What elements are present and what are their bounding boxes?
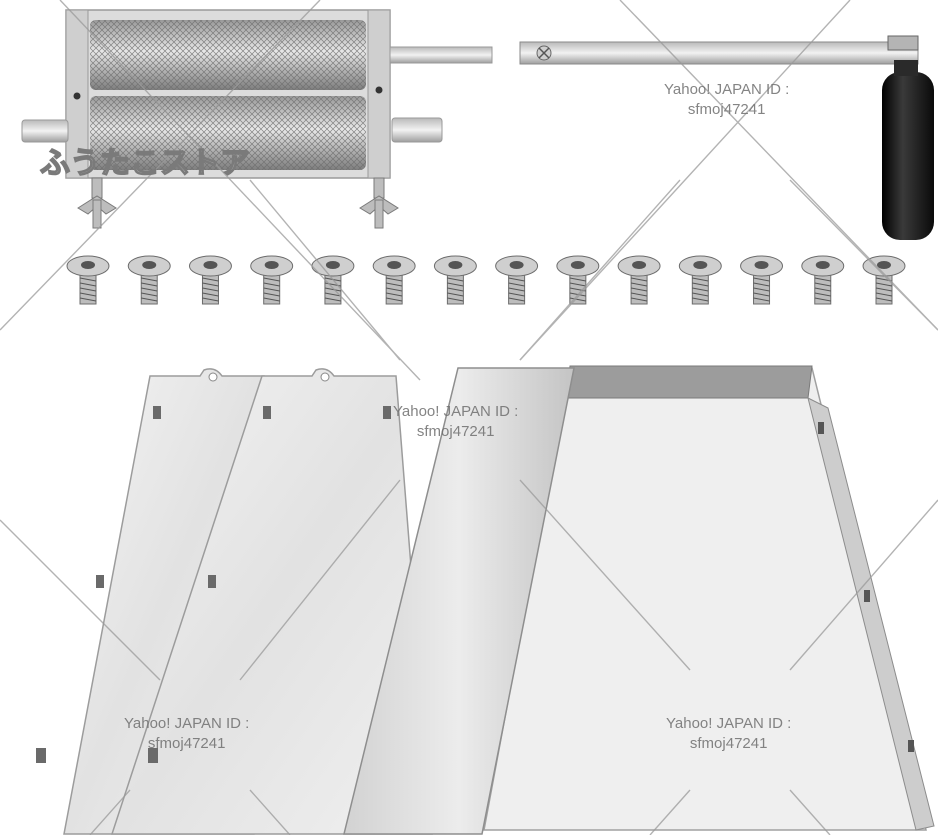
screw — [740, 255, 784, 305]
screw — [495, 255, 539, 305]
screw — [678, 255, 722, 305]
watermark-text-2: Yahoo! JAPAN ID :sfmoj47241 — [393, 403, 519, 440]
screw — [372, 255, 416, 305]
screw — [801, 255, 845, 305]
watermark-text-1: Yahoo! JAPAN ID :sfmoj47241 — [664, 81, 790, 118]
watermark-text-4: Yahoo! JAPAN ID :sfmoj47241 — [666, 715, 792, 752]
collection-tray — [343, 365, 935, 835]
screw-row — [66, 255, 906, 305]
crank-handle — [519, 35, 934, 240]
top-shaft — [389, 46, 493, 64]
screw — [66, 255, 110, 305]
screw — [250, 255, 294, 305]
wing-nut-right — [359, 177, 399, 229]
roller-assembly — [21, 9, 493, 229]
store-logo-watermark: ふうたこストア — [39, 145, 251, 182]
left-shaft — [21, 119, 69, 143]
screw — [127, 255, 171, 305]
screw — [433, 255, 477, 305]
screw — [862, 255, 906, 305]
screw — [617, 255, 661, 305]
screw — [311, 255, 355, 305]
side-sheet-2 — [110, 368, 433, 835]
watermark-text-3: Yahoo! JAPAN ID :sfmoj47241 — [124, 715, 250, 752]
crank-arm — [519, 41, 919, 65]
crank-knob — [882, 72, 934, 240]
screw — [188, 255, 232, 305]
screw — [556, 255, 600, 305]
wing-nut-left — [77, 177, 117, 229]
